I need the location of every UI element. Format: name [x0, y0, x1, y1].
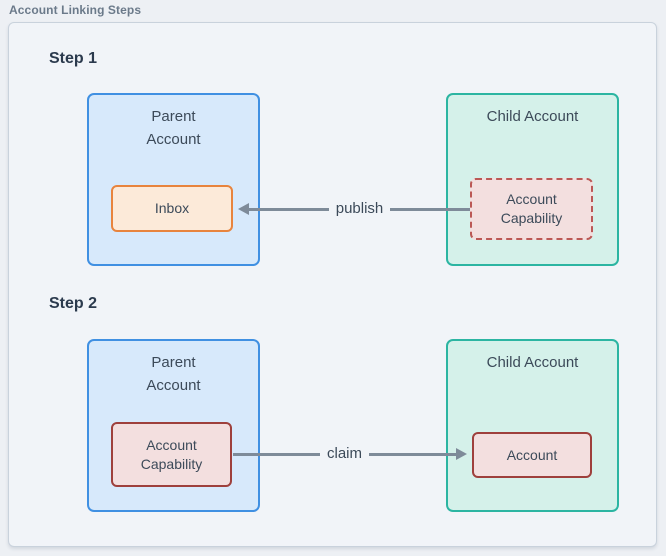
step-1-child-account-box: Child Account Account Capability — [446, 93, 619, 266]
arrow-line — [369, 452, 457, 456]
arrow-line — [390, 207, 471, 211]
step-2-heading: Step 2 — [49, 295, 98, 312]
step-1-account-capability-box: Account Capability — [470, 178, 593, 240]
arrow-line — [233, 452, 320, 456]
claim-arrow: claim — [233, 445, 468, 462]
step-2-account-capability-box: Account Capability — [111, 422, 232, 487]
publish-arrow: publish — [238, 200, 471, 217]
step-1-parent-account-title: Parent Account — [146, 108, 201, 148]
arrowhead-right-icon — [456, 448, 468, 460]
step-2-child-account-title: Child Account — [486, 354, 579, 371]
step-1-inbox-label: Inbox — [154, 200, 190, 216]
step-2-account-capability-label: Account Capability — [140, 436, 203, 472]
arrow-line — [249, 207, 329, 211]
step-1-parent-account-box: Parent Account Inbox — [87, 93, 260, 266]
diagram-panel: Step 1 Parent Account Inbox Child Accoun… — [8, 22, 657, 547]
step-1-account-capability-label: Account Capability — [500, 191, 563, 226]
claim-arrow-label: claim — [327, 445, 363, 462]
step-2-parent-account-box: Parent Account Account Capability — [87, 339, 260, 512]
arrowhead-left-icon — [238, 203, 249, 215]
step-1-child-account-title: Child Account — [486, 108, 579, 125]
publish-arrow-label: publish — [335, 200, 384, 217]
step-2-parent-account-title: Parent Account — [146, 354, 201, 394]
step-1-inbox-box: Inbox — [111, 185, 233, 232]
step-2-account-box: Account — [472, 432, 592, 478]
diagram-title: Account Linking Steps — [9, 3, 142, 17]
step-2-account-label: Account — [506, 446, 558, 463]
step-1-heading: Step 1 — [49, 50, 98, 67]
step-2-child-account-box: Child Account Account — [446, 339, 619, 512]
